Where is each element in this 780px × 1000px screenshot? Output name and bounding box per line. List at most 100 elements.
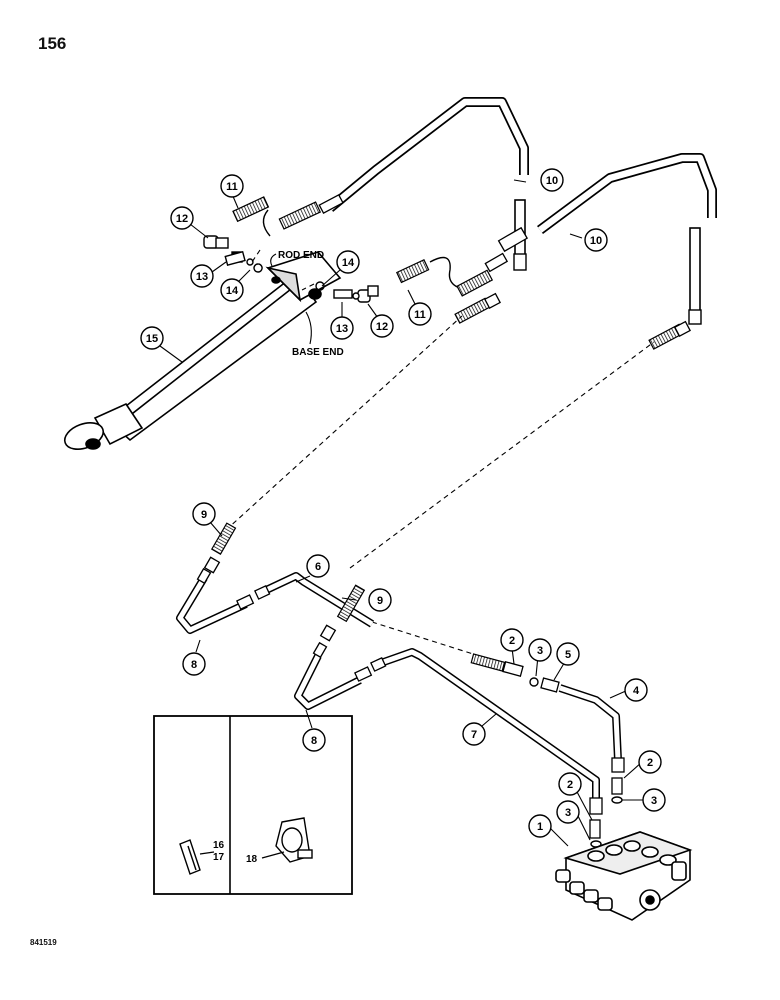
o-ring-14-left (253, 263, 263, 273)
dashed-connection-lines (225, 249, 655, 661)
svg-text:3: 3 (565, 807, 571, 819)
callout-10-lower: 10 (584, 228, 608, 252)
callout-2-right: 2 (638, 750, 662, 774)
svg-text:8: 8 (311, 735, 317, 747)
tube-10-upper (326, 97, 529, 212)
callout-12-left: 12 (170, 206, 194, 230)
svg-text:8: 8 (191, 659, 197, 671)
threaded-stud (470, 653, 506, 672)
fitting-8-left-end (236, 584, 271, 610)
callout-3-left: 3 (556, 800, 580, 824)
callout-9-right: 9 (368, 588, 392, 612)
svg-text:6: 6 (315, 561, 321, 573)
callout-2-upper: 2 (500, 628, 524, 652)
tube-8-left-inner (177, 576, 248, 633)
callout-7: 7 (462, 722, 486, 746)
hydraulic-cylinder (63, 251, 342, 450)
callout-3-right: 3 (642, 788, 666, 812)
adapter-13-left (224, 250, 254, 267)
tube-7-inner (377, 649, 599, 800)
bracket-part (275, 817, 313, 863)
rod-end-leader (270, 253, 277, 267)
tube-8-right-inner (295, 654, 362, 709)
tube-10-lower (537, 153, 717, 235)
svg-text:14: 14 (226, 285, 239, 297)
svg-text:2: 2 (567, 779, 573, 791)
o-ring-3-upper (529, 677, 539, 687)
drawing-code: 841519 (30, 938, 57, 947)
svg-text:3: 3 (651, 795, 657, 807)
callout-13-right: 13 (330, 316, 354, 340)
svg-text:11: 11 (226, 181, 238, 193)
svg-text:5: 5 (565, 649, 571, 661)
hose-11-right (395, 226, 529, 297)
callout-6: 6 (306, 554, 330, 578)
fitting-7-left-end (354, 656, 387, 682)
adapter-13-right (333, 289, 360, 300)
o-ring-14-right (315, 281, 325, 291)
svg-text:11: 11 (414, 309, 426, 321)
tube-7-end (589, 797, 603, 815)
page-number: 156 (38, 34, 67, 53)
callout-14-left: 14 (220, 278, 244, 302)
svg-text:2: 2 (647, 757, 653, 769)
svg-text:7: 7 (471, 729, 477, 741)
svg-text:12: 12 (176, 213, 188, 225)
callout-15: 15 (140, 326, 164, 350)
svg-text:12: 12 (376, 321, 388, 333)
callout-4: 4 (624, 678, 648, 702)
callout-11-right: 11 (408, 302, 432, 326)
tube-4-end (611, 757, 625, 773)
callout-10-upper: 10 (540, 168, 564, 192)
adapter-2-upper (502, 661, 524, 677)
callout-14-right: 14 (336, 250, 360, 274)
inset-bracket-number: 18 (246, 854, 258, 865)
svg-text:9: 9 (201, 509, 207, 521)
hose-9-right (312, 584, 366, 659)
base-end-leader (305, 311, 312, 345)
hose-connector-right-upper (454, 292, 501, 324)
svg-text:13: 13 (336, 323, 348, 335)
svg-text:10: 10 (546, 175, 558, 187)
svg-text:1: 1 (537, 821, 543, 833)
svg-text:9: 9 (377, 595, 383, 607)
svg-text:13: 13 (196, 271, 208, 283)
callout-9-left: 9 (192, 502, 216, 526)
tube-10-lower-lower-seg (688, 227, 702, 325)
fitting-5 (540, 677, 560, 693)
rod-end-label: ROD END (278, 250, 324, 261)
callout-11-left: 11 (220, 174, 244, 198)
tube-10-lower-inner (538, 154, 716, 233)
callout-8-left: 8 (182, 652, 206, 676)
adapter-2-right (611, 777, 623, 795)
svg-text:10: 10 (590, 235, 602, 247)
base-end-label: BASE END (292, 347, 344, 358)
callout-5: 5 (556, 642, 580, 666)
svg-text:2: 2 (509, 635, 515, 647)
hose-11-left (232, 193, 344, 237)
control-valve (555, 831, 693, 921)
inset-clamp-number-16: 16 (213, 840, 225, 851)
callout-2-left: 2 (558, 772, 582, 796)
adapter-2-left (589, 819, 601, 839)
clamp-part (179, 839, 201, 875)
callout-8-right: 8 (302, 728, 326, 752)
svg-text:3: 3 (537, 645, 543, 657)
callout-12-right: 12 (370, 314, 394, 338)
tube-6-inner (260, 573, 374, 627)
tube-4-inner (559, 685, 621, 761)
svg-text:14: 14 (342, 257, 355, 269)
hose-connector-far-right (648, 320, 691, 350)
clamp-leader-line (199, 851, 215, 855)
tube-10-upper-inner (327, 98, 528, 211)
callout-3-upper: 3 (528, 638, 552, 662)
svg-text:15: 15 (146, 333, 158, 345)
o-ring-3-right (611, 796, 623, 804)
callout-1: 1 (528, 814, 552, 838)
svg-text:4: 4 (633, 685, 640, 697)
callout-13-left: 13 (190, 264, 214, 288)
bracket-leader (261, 851, 285, 859)
elbow-12-right (357, 285, 379, 303)
hose-9-left (196, 522, 237, 585)
